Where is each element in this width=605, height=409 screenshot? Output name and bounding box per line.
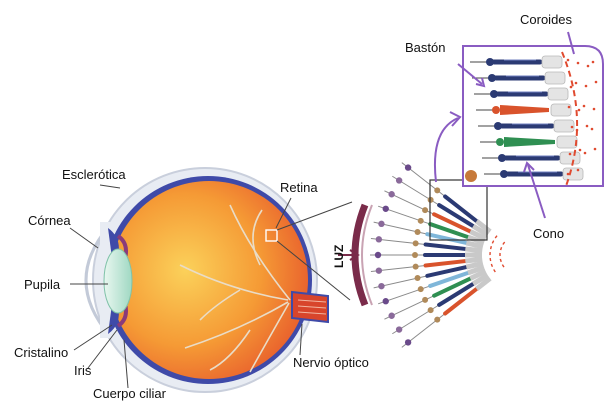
bipolar-cell <box>413 264 419 270</box>
ganglion-cell <box>396 177 402 183</box>
ganglion-cell <box>405 164 411 170</box>
ganglion-cell <box>375 252 381 258</box>
ganglion-cell <box>376 236 382 242</box>
label-pupila: Pupila <box>24 277 61 292</box>
label-cristalino: Cristalino <box>14 345 68 360</box>
label-baston: Bastón <box>405 40 445 55</box>
choroid-dot <box>587 65 590 68</box>
choroid-dot <box>577 62 580 65</box>
choroid-arc <box>500 242 505 268</box>
choroid-dot <box>595 81 598 84</box>
label-nervio-optico: Nervio óptico <box>293 355 369 370</box>
optic-nerve <box>292 292 328 322</box>
photoreceptor <box>426 245 466 249</box>
photoreceptor-inset <box>435 32 603 218</box>
bipolar-cell <box>428 197 434 203</box>
label-esclerotica: Esclerótica <box>62 167 126 182</box>
ganglion-cell <box>396 326 402 332</box>
choroid-dot <box>584 152 587 155</box>
inset-callout-arrow <box>435 118 458 182</box>
retina-section <box>338 163 505 348</box>
choroid-dot <box>575 82 578 85</box>
choroid-dot <box>577 169 580 172</box>
choroid-dot <box>579 149 582 152</box>
bipolar-cell <box>412 252 418 258</box>
choroid-dot <box>592 61 595 64</box>
choroid-dot <box>586 125 589 128</box>
choroid-dots-fan <box>490 236 505 275</box>
choroid-dot <box>571 126 574 129</box>
bipolar-cell <box>413 240 419 246</box>
ganglion-cell <box>405 339 411 345</box>
ganglion-cell <box>388 313 394 319</box>
bipolar-cell <box>428 307 434 313</box>
inset-cell-body <box>492 106 500 114</box>
label-retina: Retina <box>280 180 318 195</box>
choroid-dot <box>569 153 572 156</box>
pigment-epithelium <box>465 249 482 251</box>
label-cuerpo-ciliar: Cuerpo ciliar <box>93 386 167 401</box>
inset-pigment-cell <box>551 104 571 116</box>
bipolar-cell <box>415 229 421 235</box>
photoreceptor <box>426 261 466 265</box>
inset-pigment-cell <box>548 88 568 100</box>
ganglion-cell <box>378 283 384 289</box>
label-cornea: Córnea <box>28 213 71 228</box>
bipolar-cell <box>422 297 428 303</box>
bipolar-cell <box>415 275 421 281</box>
choroid-dot <box>568 106 571 109</box>
inset-pigment-cell <box>554 120 574 132</box>
choroid-dot <box>583 105 586 108</box>
inset-pigment-cell <box>545 72 565 84</box>
pigment-epithelium <box>465 259 482 261</box>
choroid-dot <box>593 108 596 111</box>
choroid-dot <box>591 128 594 131</box>
inset-nucleus <box>465 170 477 182</box>
bipolar-cell <box>418 286 424 292</box>
ganglion-cell <box>388 191 394 197</box>
inset-pigment-cell <box>542 56 562 68</box>
bipolar-cell <box>434 187 440 193</box>
inset-pigment-cell <box>557 136 577 148</box>
ganglion-cell <box>376 267 382 273</box>
choroid-dot <box>567 59 570 62</box>
bipolar-cell <box>434 317 440 323</box>
label-coroides: Coroides <box>520 12 573 27</box>
eyeball <box>86 168 328 392</box>
bipolar-cell <box>422 207 428 213</box>
lens <box>104 249 132 313</box>
choroid-arc <box>490 236 497 275</box>
inset-cell-body <box>496 138 504 146</box>
inset-pigment-cell <box>563 168 583 180</box>
label-iris: Iris <box>74 363 92 378</box>
ganglion-cell <box>383 298 389 304</box>
choroid-dot <box>578 109 581 112</box>
label-luz: LUZ <box>332 245 346 268</box>
bipolar-cell <box>418 218 424 224</box>
ganglion-cell <box>378 221 384 227</box>
choroid-dot <box>594 148 597 151</box>
label-cono: Cono <box>533 226 564 241</box>
inset-frame <box>463 46 603 186</box>
ganglion-cell <box>383 206 389 212</box>
vitreous-body <box>110 181 308 379</box>
choroid-dot <box>585 85 588 88</box>
